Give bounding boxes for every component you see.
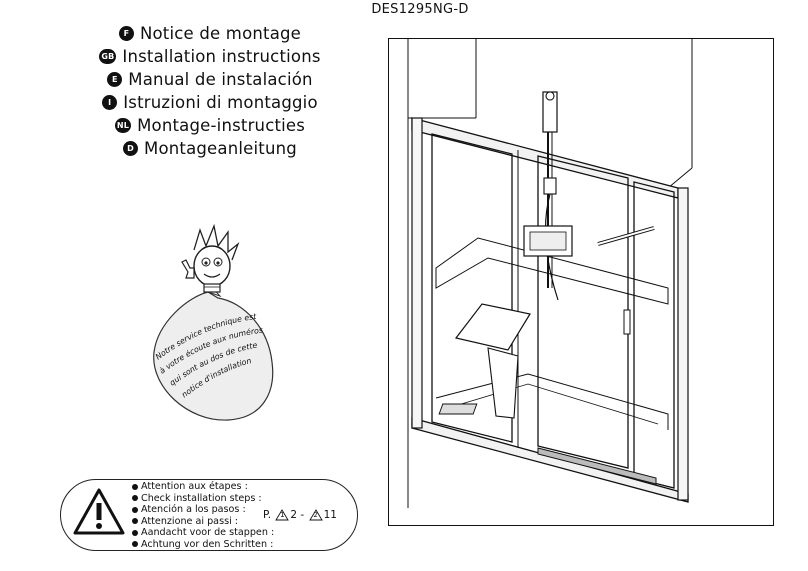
speech-bubble <box>153 291 274 421</box>
bullet-icon <box>132 541 138 548</box>
warning-triangle-icon <box>73 488 125 535</box>
shower-enclosure-drawing <box>388 38 774 526</box>
language-badge: D <box>123 141 139 156</box>
page-range-reference: P. 1 2 - 2 11 <box>263 509 337 521</box>
bullet-icon <box>132 483 138 490</box>
language-badge: E <box>107 72 123 87</box>
warning-panel <box>60 479 358 551</box>
range-separator: - <box>300 509 305 521</box>
step-triangle-icon: 1 <box>275 509 290 521</box>
warning-steps-list: Attention aux étapes : Check installatio… <box>132 481 274 550</box>
bullet-icon <box>132 518 138 525</box>
language-title-de: D Montageanleitung <box>60 137 360 160</box>
language-title: Manual de instalación <box>128 70 313 89</box>
warning-step: Check installation steps : <box>132 493 274 505</box>
language-badge: F <box>118 26 134 41</box>
language-badge: GB <box>99 49 117 64</box>
language-title-fr: F Notice de montage <box>60 22 360 45</box>
language-title-es: E Manual de instalación <box>60 68 360 91</box>
language-title-list: F Notice de montage GB Installation inst… <box>60 22 360 160</box>
warning-step: Aandacht voor de stappen : <box>132 527 274 539</box>
language-title-gb: GB Installation instructions <box>60 45 360 68</box>
language-badge: NL <box>114 118 132 133</box>
language-title: Montageanleitung <box>144 139 297 158</box>
language-badge: I <box>102 95 118 110</box>
range-end-page: 11 <box>323 509 337 521</box>
language-title: Notice de montage <box>139 24 302 43</box>
language-title: Installation instructions <box>122 47 321 66</box>
language-title: Montage-instructies <box>137 116 306 135</box>
mascot-illustration: Notre service technique est à votre écou… <box>153 223 274 421</box>
warning-step: Attenzione ai passi : <box>132 516 274 528</box>
step-triangle-icon: 2 <box>308 509 323 521</box>
warning-step: Atención a los pasos : <box>132 504 274 516</box>
warning-step: Achtung vor den Schritten : <box>132 539 274 551</box>
bullet-icon <box>132 529 138 536</box>
language-title-it: I Istruzioni di montaggio <box>60 91 360 114</box>
bullet-icon <box>132 506 138 513</box>
bullet-icon <box>132 495 138 502</box>
range-start-page: 2 <box>290 509 298 521</box>
language-title: Istruzioni di montaggio <box>123 93 318 112</box>
page-prefix: P. <box>263 509 272 521</box>
document-reference: DES1295NG-D <box>371 2 469 17</box>
warning-step: Attention aux étapes : <box>132 481 274 493</box>
language-title-nl: NL Montage-instructies <box>60 114 360 137</box>
